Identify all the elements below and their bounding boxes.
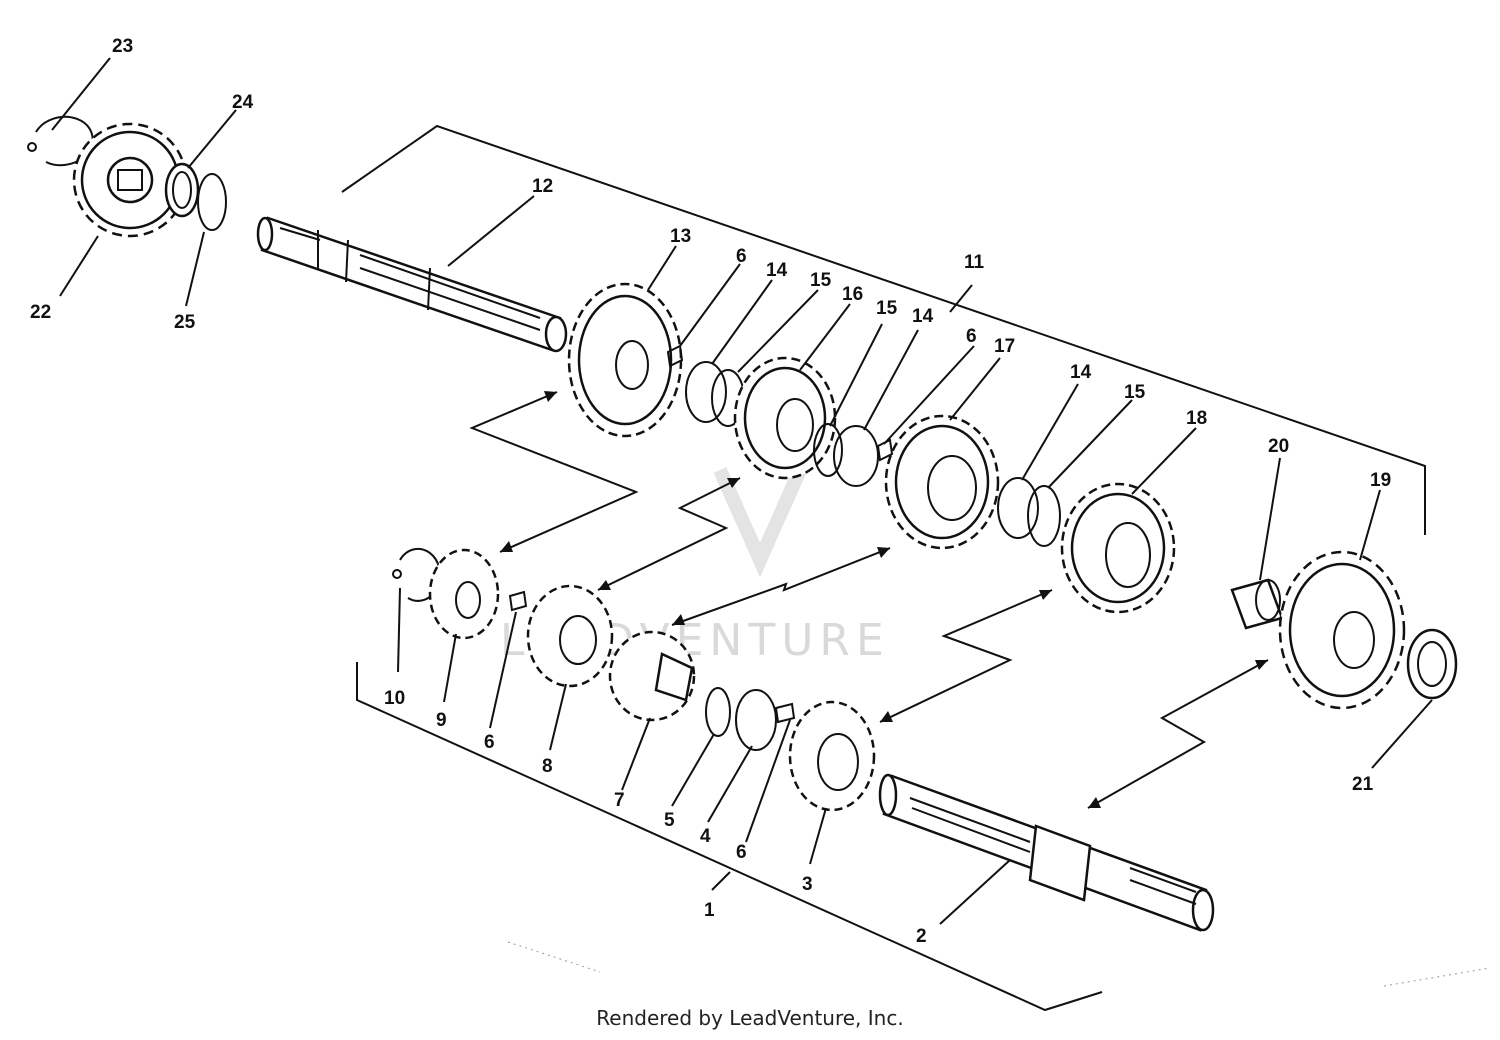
part-24-collar xyxy=(164,162,200,218)
part-13-gear xyxy=(567,282,683,438)
callout-24: 24 xyxy=(232,92,254,113)
part-23-circlip xyxy=(27,115,94,167)
callout-leaders xyxy=(51,57,1433,925)
callout-13: 13 xyxy=(670,226,691,247)
callout-17: 17 xyxy=(994,336,1015,357)
part-14-circlip-upper-b xyxy=(833,425,879,487)
callout-20: 20 xyxy=(1268,436,1289,457)
callout-6-lower-b: 6 xyxy=(736,842,747,863)
callout-numbers: 23 24 22 25 12 13 6 14 15 16 15 14 11 6 … xyxy=(30,36,1391,947)
rendered-by-footer: Rendered by LeadVenture, Inc. xyxy=(596,1006,904,1030)
callout-12: 12 xyxy=(532,176,553,197)
part-2-main-shaft xyxy=(878,773,1215,932)
part-8-gear xyxy=(526,584,614,688)
part-14-circlip-upper-a xyxy=(685,361,727,423)
part-4-circlip xyxy=(735,689,777,751)
callout-5: 5 xyxy=(664,810,675,831)
part-6-washer-lower-a xyxy=(508,590,528,612)
part-16-gear xyxy=(733,356,837,480)
part-15-washer-upper-b xyxy=(813,423,843,477)
callout-15-upper-a: 15 xyxy=(810,270,832,291)
part-14-circlip-upper-c xyxy=(997,477,1039,539)
part-15-washer-upper-c xyxy=(1027,485,1061,547)
bracket-bottom-apex xyxy=(711,871,731,891)
callout-21: 21 xyxy=(1352,774,1374,795)
part-3-gear xyxy=(788,700,876,812)
callout-6-upper-b: 6 xyxy=(966,326,977,347)
callout-16: 16 xyxy=(842,284,863,305)
callout-6-lower-a: 6 xyxy=(484,732,495,753)
callout-19: 19 xyxy=(1370,470,1391,491)
callout-23: 23 xyxy=(112,36,133,57)
scan-noise xyxy=(507,941,601,973)
part-6-washer-upper-a xyxy=(666,344,684,368)
callout-3: 3 xyxy=(802,874,813,895)
callout-22: 22 xyxy=(30,302,51,323)
callout-14-upper-c: 14 xyxy=(1070,362,1092,383)
watermark-logo xyxy=(713,467,807,578)
bracket-bottom xyxy=(356,662,1103,1012)
part-22-drive-sprocket xyxy=(72,122,188,238)
part-6-washer-lower-b xyxy=(774,702,796,724)
callout-25: 25 xyxy=(174,312,196,333)
bracket-top-upper xyxy=(341,124,1426,535)
callout-14-upper-b: 14 xyxy=(912,306,934,327)
callout-6-upper-a: 6 xyxy=(736,246,747,267)
part-20-needle-bearing xyxy=(1230,578,1284,630)
engagement-arrows xyxy=(469,391,1269,809)
callout-2: 2 xyxy=(916,926,927,947)
callout-10: 10 xyxy=(384,688,405,709)
callout-14-upper-a: 14 xyxy=(766,260,788,281)
part-17-gear xyxy=(884,414,1000,550)
callout-9: 9 xyxy=(436,710,447,731)
callout-4: 4 xyxy=(700,826,711,847)
callout-7: 7 xyxy=(614,790,625,811)
bracket-top-apex xyxy=(949,284,973,313)
callout-15-upper-c: 15 xyxy=(1124,382,1146,403)
callout-8: 8 xyxy=(542,756,553,777)
part-9-gear xyxy=(428,548,500,640)
scan-noise-2 xyxy=(1383,967,1491,987)
part-21-thrust-washer xyxy=(1406,628,1458,700)
part-19-gear xyxy=(1278,550,1406,710)
part-12-countershaft xyxy=(256,216,568,353)
part-7-gear xyxy=(608,630,696,722)
part-5-washer xyxy=(705,687,731,737)
callout-1: 1 xyxy=(704,900,715,921)
part-25-o-ring xyxy=(197,173,227,231)
callout-18: 18 xyxy=(1186,408,1207,429)
callout-15-upper-b: 15 xyxy=(876,298,898,319)
part-18-gear xyxy=(1060,482,1176,614)
callout-11: 11 xyxy=(964,252,985,273)
